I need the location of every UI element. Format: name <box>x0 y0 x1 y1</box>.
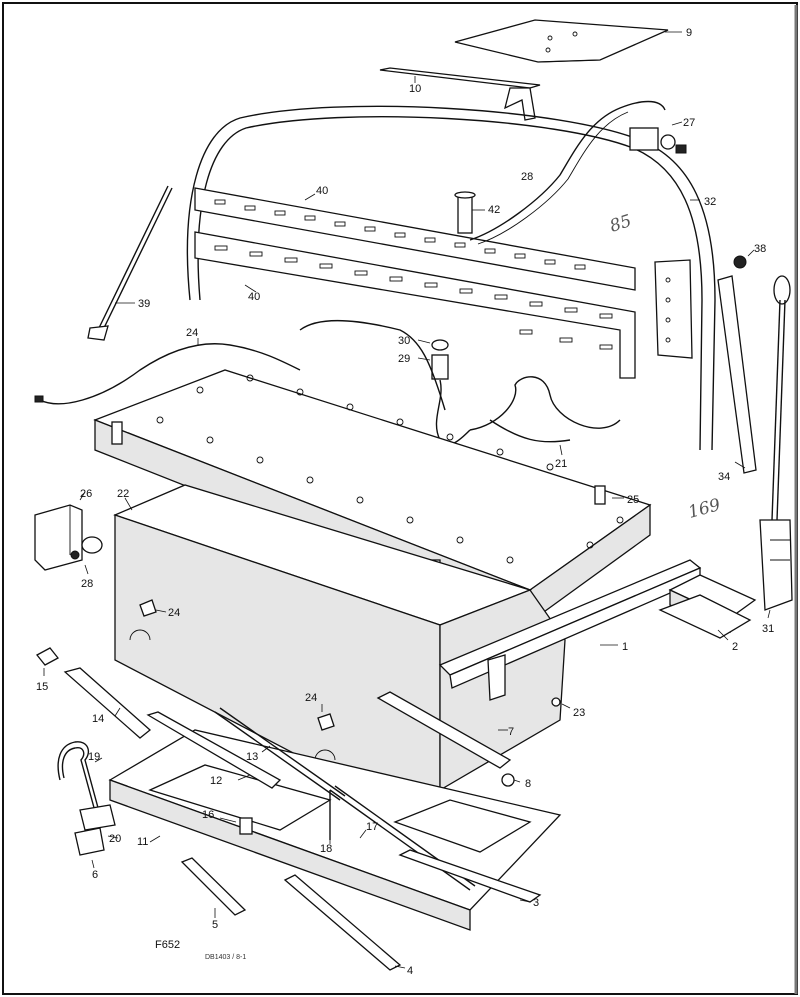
callout-19: 19 <box>88 751 100 763</box>
part-40-strut <box>87 185 173 341</box>
part-24-clip <box>139 599 335 731</box>
callout-24-lower: 24 <box>305 692 317 704</box>
part-30-cable <box>469 100 666 245</box>
part-10-bracket <box>379 67 541 121</box>
part-15-knob <box>36 647 59 676</box>
handwritten-note-2: 169 <box>686 495 723 523</box>
part-23-washer <box>551 697 571 709</box>
part-19-20-6-handle <box>57 741 119 869</box>
callout-14: 14 <box>92 713 104 725</box>
callout-18: 18 <box>320 843 332 855</box>
figure-small-print: DB1403 / 8-1 <box>205 954 246 961</box>
handwritten-note-1: 85 <box>607 211 634 237</box>
callout-5: 5 <box>212 919 218 931</box>
part-7-rail <box>376 691 512 769</box>
part-12-13-14-levers <box>63 667 346 801</box>
part-8-nut <box>501 773 521 787</box>
part-21-wire-harness <box>469 376 621 456</box>
callout-28: 28 <box>81 578 93 590</box>
part-2-runner <box>658 574 757 641</box>
callout-22: 22 <box>117 488 129 500</box>
part-25-cable <box>34 338 301 405</box>
part-9-top-plate <box>454 19 682 63</box>
callout-13: 13 <box>246 751 258 763</box>
callout-38: 34 <box>718 471 730 483</box>
callout-3: 3 <box>533 897 539 909</box>
callout-41-top: 40 <box>316 185 328 197</box>
callout-1: 1 <box>622 641 628 653</box>
callout-25: 24 <box>186 327 198 339</box>
part-4-bar <box>283 874 406 971</box>
part-41-slotted-rails <box>194 187 636 379</box>
callout-40: 39 <box>138 298 150 310</box>
callout-29: 27 <box>683 117 695 129</box>
callout-20: 20 <box>109 833 121 845</box>
callout-10: 10 <box>409 83 421 95</box>
callout-41-bottom: 40 <box>248 291 260 303</box>
figure-reference: F652 <box>155 939 180 951</box>
part-34-bracket <box>759 519 793 619</box>
callout-7: 7 <box>508 726 514 738</box>
part-1-runner <box>438 559 702 701</box>
part-42-post <box>454 191 485 234</box>
callout-6: 6 <box>92 869 98 881</box>
callout-labels: 9 10 27 28 32 40 42 38 40 39 24 30 29 21… <box>36 27 774 977</box>
part-29-connector <box>629 121 687 154</box>
callout-42: 42 <box>488 204 500 216</box>
callout-21: 21 <box>555 458 567 470</box>
callout-34: 31 <box>762 623 774 635</box>
callout-39: 38 <box>754 243 766 255</box>
part-5-bar <box>180 857 247 918</box>
part-37-hoop-frame <box>186 105 716 451</box>
callout-16: 16 <box>202 809 214 821</box>
callout-15: 15 <box>36 681 48 693</box>
callout-32: 30 <box>398 335 410 347</box>
part-39-lever-rod <box>733 249 791 521</box>
part-38-side-panel <box>654 259 757 474</box>
callout-24-upper: 24 <box>168 607 180 619</box>
callout-17: 17 <box>366 821 378 833</box>
callout-4: 4 <box>407 965 413 977</box>
part-16-17-18-linkage <box>219 785 476 891</box>
callout-8: 8 <box>525 778 531 790</box>
callout-26: 25 <box>627 494 639 506</box>
callout-27: 26 <box>80 488 92 500</box>
callout-9: 9 <box>686 27 692 39</box>
part-3-bar <box>398 849 542 903</box>
part-27-28-solenoid <box>34 491 103 575</box>
callout-2: 2 <box>732 641 738 653</box>
callout-30: 28 <box>521 171 533 183</box>
callout-11: 11 <box>137 836 148 848</box>
callout-37: 32 <box>704 196 716 208</box>
callout-31: 29 <box>398 353 410 365</box>
callout-12: 12 <box>210 775 222 787</box>
callout-23: 23 <box>573 707 585 719</box>
